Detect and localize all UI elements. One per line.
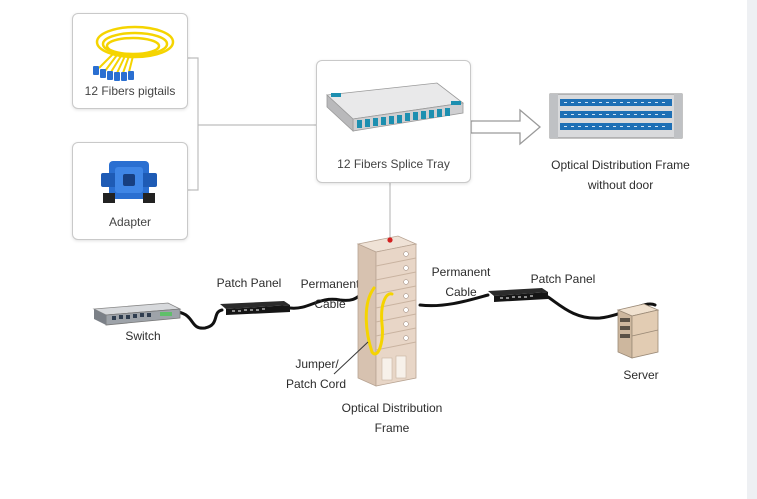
patch-panel-left-icon bbox=[220, 301, 290, 315]
pigtails-card: 12 Fibers pigtails bbox=[72, 13, 188, 109]
permanent-cable-right-label-1: Permanent bbox=[431, 265, 491, 279]
cable-odf-panel-right bbox=[418, 293, 490, 308]
odf-cabinet-icon bbox=[356, 235, 418, 387]
permanent-cable-left-label-1: Permanent bbox=[300, 277, 360, 291]
adapter-card: Adapter bbox=[72, 142, 188, 240]
odf-label-2: Frame bbox=[374, 421, 410, 435]
server-label: Server bbox=[623, 368, 659, 382]
right-edge-strip bbox=[747, 0, 757, 499]
splice-tray-card: 12 Fibers Splice Tray bbox=[316, 60, 471, 183]
odf-no-door-caption-2: without door bbox=[587, 178, 654, 192]
adapter-caption: Adapter bbox=[108, 215, 152, 229]
splice-tray-icon bbox=[326, 82, 464, 132]
patch-panel-right-icon bbox=[488, 288, 548, 302]
server-icon bbox=[616, 303, 660, 359]
bracket-line bbox=[186, 57, 199, 191]
splice-tray-caption: 12 Fibers Splice Tray bbox=[337, 157, 450, 171]
permanent-cable-right-label-2: Cable bbox=[445, 285, 477, 299]
patch-panel-left-label: Patch Panel bbox=[216, 276, 282, 290]
network-switch-icon bbox=[92, 302, 182, 326]
sc-adapter-icon bbox=[101, 161, 157, 203]
switch-label: Switch bbox=[125, 329, 161, 343]
odf-label-1: Optical Distribution bbox=[341, 401, 443, 415]
arrow-right-icon bbox=[470, 108, 542, 146]
pigtails-caption: 12 Fibers pigtails bbox=[84, 84, 176, 98]
jumper-patch-cord bbox=[364, 286, 394, 356]
odf-no-door-caption-1: Optical Distribution Frame bbox=[551, 158, 690, 172]
fiber-pigtails-icon bbox=[93, 25, 175, 81]
odf-rack-icon bbox=[549, 93, 683, 139]
indicator-dot bbox=[387, 237, 393, 243]
permanent-cable-left-label-2: Cable bbox=[314, 297, 346, 311]
cable-switch-panel bbox=[176, 308, 224, 330]
patch-panel-right-label: Patch Panel bbox=[530, 272, 596, 286]
jumper-label-2: Patch Cord bbox=[285, 377, 347, 391]
jumper-label-1: Jumper/ bbox=[295, 357, 339, 371]
jumper-pointer-line bbox=[333, 341, 369, 375]
